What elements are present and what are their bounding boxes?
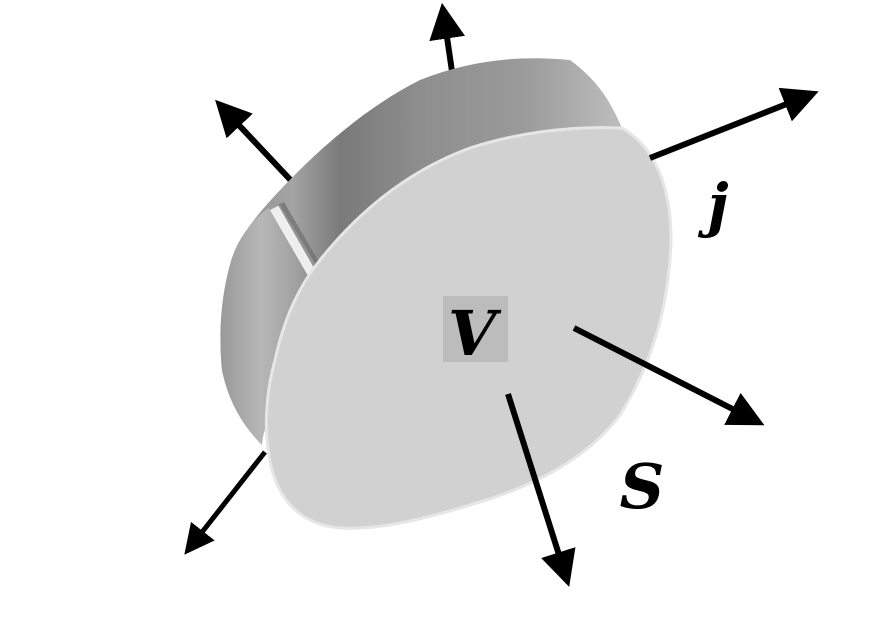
arrow-right bbox=[648, 87, 819, 161]
volume-label-box bbox=[443, 296, 508, 362]
solid-rim bbox=[220, 58, 622, 446]
rim-highlight bbox=[270, 205, 325, 288]
rim-highlight-edge bbox=[278, 202, 328, 282]
arrow-lower-right bbox=[572, 325, 765, 426]
rim-left-section bbox=[220, 208, 322, 445]
arrow-bottom bbox=[505, 393, 576, 587]
current-density-label: j bbox=[698, 171, 729, 239]
surface-label: S bbox=[620, 450, 665, 523]
rim-side bbox=[220, 58, 622, 446]
flux-arrows-front bbox=[184, 87, 819, 587]
volume-label: V bbox=[448, 297, 502, 370]
arrow-lower-left bbox=[184, 450, 267, 555]
